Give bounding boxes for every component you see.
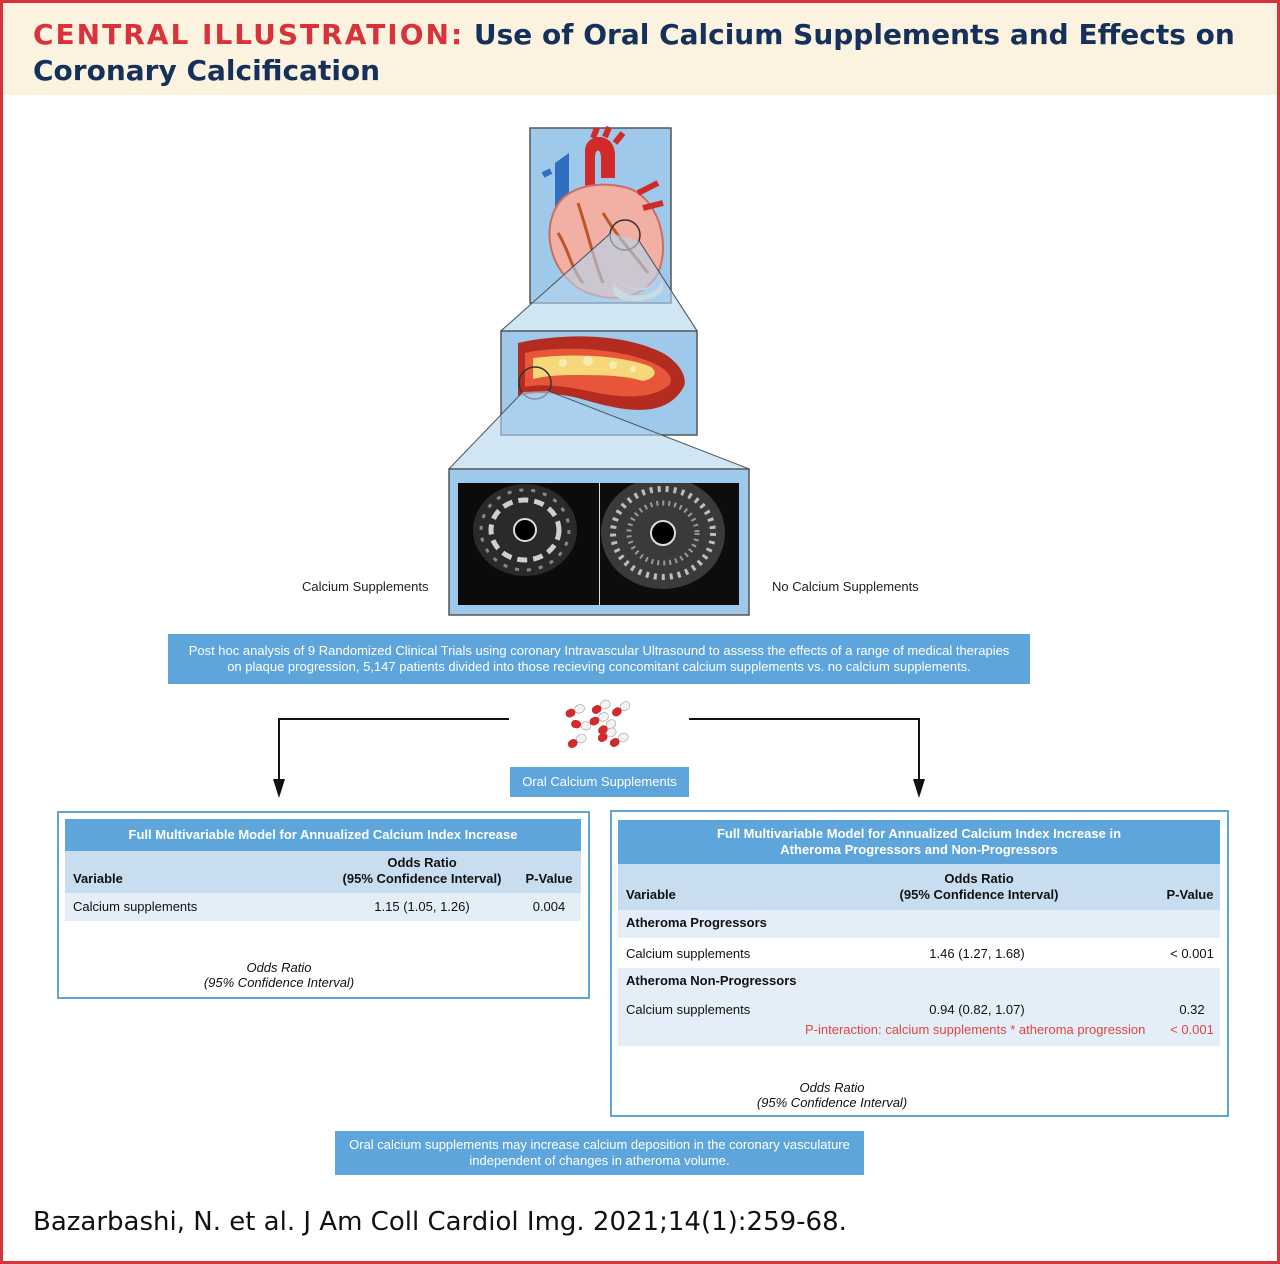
- pill-icon: [609, 732, 629, 747]
- pill-half-red: [612, 707, 622, 717]
- pill-half-red: [567, 739, 578, 748]
- pill-icon: [598, 719, 617, 735]
- conclusion-box: Oral calcium supplements may increase ca…: [335, 1131, 864, 1175]
- ivus-images: [448, 468, 750, 616]
- pill-icon: [589, 712, 609, 726]
- ivus-right-label: No Calcium Supplements: [772, 579, 919, 594]
- right-axis-title-line1: Odds Ratio: [799, 1080, 865, 1095]
- pill-half-white: [600, 699, 611, 710]
- group-label: Atheroma Progressors: [626, 915, 767, 930]
- title-part1: Use of Oral Calcium Supplements and Effe…: [473, 18, 1235, 51]
- pill-half-white: [618, 732, 629, 743]
- pill-icon: [565, 704, 585, 718]
- pill-icons: [565, 699, 631, 748]
- study-summary-box: Post hoc analysis of 9 Randomized Clinic…: [168, 634, 1030, 684]
- left-axis-title: Odds Ratio (95% Confidence Interval): [169, 960, 389, 990]
- interaction-text: P-interaction: calcium supplements * ath…: [805, 1022, 1146, 1037]
- col-variable: Variable: [73, 871, 123, 886]
- pill-half-white: [580, 721, 592, 731]
- pill-half-red: [597, 733, 608, 742]
- title-part2: Coronary Calcification: [33, 54, 381, 87]
- pill-half-white: [576, 733, 587, 744]
- right-panel-title: Full Multivariable Model for Annualized …: [618, 820, 1220, 864]
- interaction-p: < 0.001: [1170, 1022, 1214, 1037]
- ivus-left-label: Calcium Supplements: [302, 579, 429, 594]
- row-or: 1.15 (1.05, 1.26): [374, 899, 470, 914]
- flow-arrows: [273, 718, 925, 798]
- pill-half-red: [589, 716, 600, 726]
- table-row: Calcium supplements 1.15 (1.05, 1.26) 0.…: [65, 893, 581, 921]
- right-title-line1: Full Multivariable Model for Annualized …: [716, 826, 1122, 841]
- pill-icon: [612, 701, 631, 717]
- col-or-ci: (95% Confidence Interval): [899, 887, 1059, 902]
- pill-half-white: [606, 727, 617, 738]
- right-axis-title-line2: (95% Confidence Interval): [756, 1095, 908, 1110]
- pill-icon: [597, 727, 617, 742]
- col-variable: Variable: [626, 887, 676, 902]
- pill-half-white: [574, 704, 585, 714]
- row-variable: Calcium supplements: [626, 946, 751, 961]
- pill-half-white: [605, 719, 617, 730]
- row-or: 1.46 (1.27, 1.68): [929, 946, 1025, 961]
- row-or: 0.94 (0.82, 1.07): [929, 1002, 1025, 1017]
- pill-icon: [567, 733, 587, 748]
- pill-icon: [591, 699, 611, 714]
- table-row: Calcium supplements 1.46 (1.27, 1.68) < …: [618, 938, 1220, 968]
- right-table-header: Variable Odds Ratio (95% Confidence Inte…: [618, 864, 1220, 910]
- left-axis-title-line2: (95% Confidence Interval): [203, 975, 355, 990]
- pill-icon: [571, 719, 592, 731]
- page-title: CENTRAL ILLUSTRATION: Use of Oral Calciu…: [33, 17, 1263, 89]
- right-axis-title: Odds Ratio (95% Confidence Interval): [722, 1080, 942, 1110]
- header-banner: CENTRAL ILLUSTRATION: Use of Oral Calciu…: [3, 3, 1277, 95]
- right-title-line2: Atheroma Progressors and Non-Progressors: [780, 842, 1058, 857]
- pill-half-red: [565, 708, 576, 718]
- pill-half-red: [609, 738, 620, 747]
- left-table-header: Variable Odds Ratio (95% Confidence Inte…: [65, 851, 581, 893]
- row-p: 0.32: [1179, 1002, 1205, 1017]
- col-p: P-Value: [525, 871, 573, 886]
- row-p: < 0.001: [1170, 946, 1214, 961]
- row-variable: Calcium supplements: [626, 1002, 751, 1017]
- group-row-progressors: Atheroma Progressors: [618, 910, 1220, 938]
- table-row: Calcium supplements 0.94 (0.82, 1.07) 0.…: [618, 996, 1220, 1046]
- pill-half-red: [591, 705, 602, 714]
- col-or: Odds Ratio: [944, 871, 1014, 886]
- row-variable: Calcium supplements: [73, 899, 198, 914]
- col-p: P-Value: [1166, 887, 1214, 902]
- left-panel-title: Full Multivariable Model for Annualized …: [65, 819, 581, 851]
- pill-half-white: [598, 712, 609, 722]
- pill-half-red: [598, 725, 608, 735]
- row-p: 0.004: [532, 899, 566, 914]
- pills-label-box: Oral Calcium Supplements: [510, 767, 689, 797]
- left-results-panel: Full Multivariable Model for Annualized …: [57, 811, 590, 999]
- col-or-ci: (95% Confidence Interval): [342, 871, 502, 886]
- title-label: CENTRAL ILLUSTRATION:: [33, 18, 465, 51]
- col-or: Odds Ratio: [387, 855, 457, 870]
- group-label: Atheroma Non-Progressors: [626, 973, 797, 988]
- pill-half-white: [619, 701, 631, 712]
- left-axis-title-line1: Odds Ratio: [246, 960, 312, 975]
- citation: Bazarbashi, N. et al. J Am Coll Cardiol …: [33, 1207, 847, 1237]
- right-results-panel: Full Multivariable Model for Annualized …: [610, 810, 1229, 1117]
- group-row-non-progressors: Atheroma Non-Progressors: [618, 968, 1220, 996]
- pill-half-red: [571, 719, 582, 729]
